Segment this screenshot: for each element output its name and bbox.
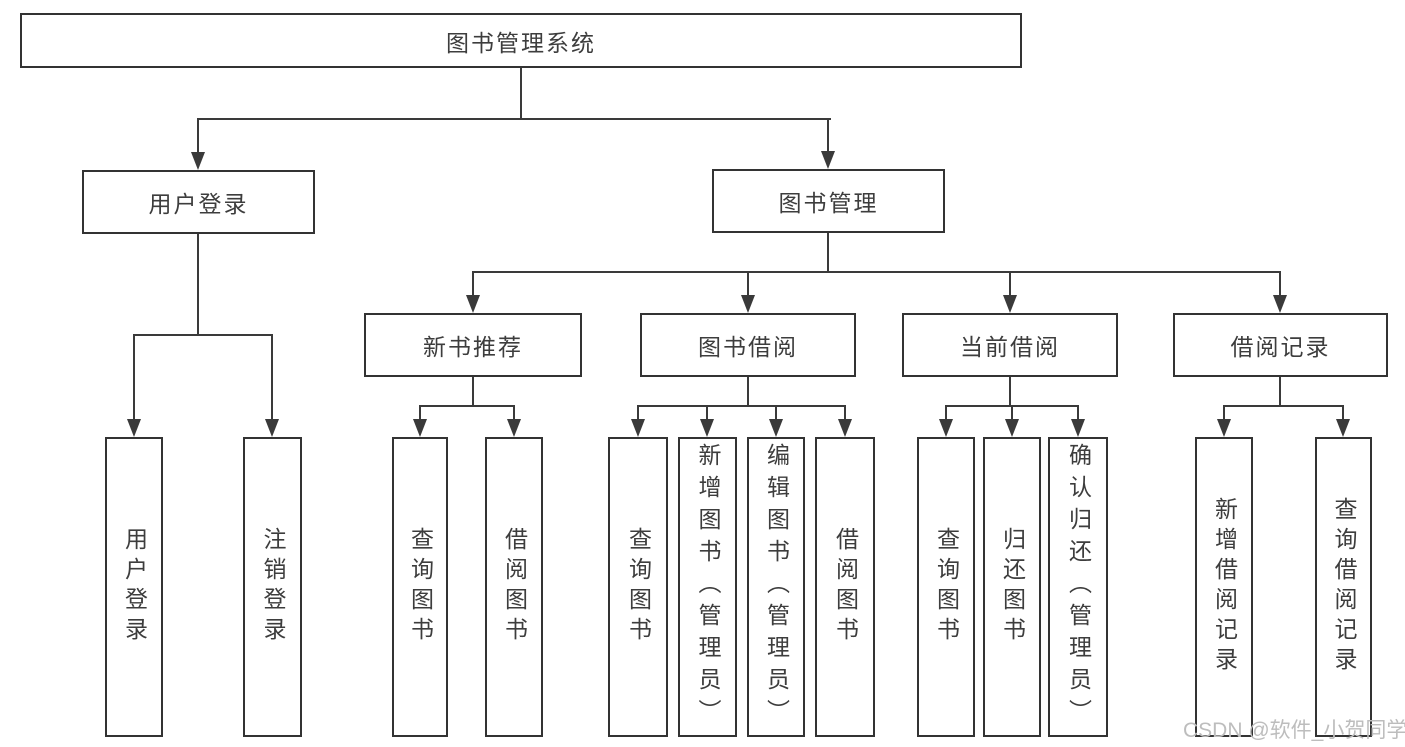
arrowhead-icon: [1336, 419, 1350, 437]
arrowhead-icon: [466, 295, 480, 313]
node-label: 借阅图书: [501, 527, 528, 647]
leaf-edit-book-admin: 编辑图书（管理员）: [747, 437, 805, 737]
connector-vline: [1279, 271, 1281, 295]
node-label: 用户登录: [148, 191, 249, 217]
leaf-query-borrow-record: 查询借阅记录: [1315, 437, 1372, 737]
arrowhead-icon: [191, 152, 205, 170]
node-label: 编辑图书（管理员）: [763, 443, 790, 731]
connector-vline: [472, 271, 474, 295]
connector-vline: [1279, 377, 1281, 407]
node-label: 查询图书: [933, 527, 960, 647]
arrowhead-icon: [838, 419, 852, 437]
node-label: 图书管理: [778, 190, 879, 216]
connector-vline: [513, 405, 515, 419]
connector-vline: [945, 405, 947, 419]
arrowhead-icon: [741, 295, 755, 313]
node-label: 归还图书: [999, 527, 1026, 647]
connector-vline: [827, 118, 829, 151]
connector-vline: [747, 271, 749, 295]
node-new-book-recommend: 新书推荐: [364, 313, 582, 377]
node-label: 当前借阅: [960, 334, 1060, 360]
node-label: 借阅图书: [832, 527, 859, 647]
leaf-query-books-borrow: 查询图书: [608, 437, 668, 737]
node-label: 新增借阅记录: [1211, 497, 1238, 677]
leaf-add-borrow-record: 新增借阅记录: [1195, 437, 1253, 737]
arrowhead-icon: [1005, 419, 1019, 437]
connector-hline: [197, 118, 831, 120]
arrowhead-icon: [769, 419, 783, 437]
leaf-borrow-books-borrow: 借阅图书: [815, 437, 875, 737]
node-book-borrow: 图书借阅: [640, 313, 856, 377]
node-label: 注销登录: [260, 527, 286, 647]
leaf-user-login: 用户登录: [105, 437, 163, 737]
arrowhead-icon: [1003, 295, 1017, 313]
connector-hline: [1223, 405, 1344, 407]
arrowhead-icon: [1071, 419, 1085, 437]
arrowhead-icon: [265, 419, 279, 437]
connector-vline: [1009, 377, 1011, 407]
connector-hline: [133, 334, 273, 336]
arrowhead-icon: [127, 419, 141, 437]
leaf-return-book: 归还图书: [983, 437, 1041, 737]
arrowhead-icon: [631, 419, 645, 437]
connector-vline: [747, 377, 749, 407]
connector-vline: [1223, 405, 1225, 419]
node-library-management-system: 图书管理系统: [20, 13, 1022, 68]
connector-vline: [472, 377, 474, 407]
connector-vline: [1342, 405, 1344, 419]
arrowhead-icon: [821, 151, 835, 169]
connector-vline: [1077, 405, 1079, 419]
node-label: 用户登录: [121, 527, 148, 647]
node-label: 新书推荐: [423, 334, 523, 360]
node-label: 确认归还（管理员）: [1065, 443, 1092, 731]
node-label: 借阅记录: [1230, 334, 1331, 360]
connector-vline: [637, 405, 639, 419]
connector-vline: [775, 405, 777, 419]
node-borrow-records: 借阅记录: [1173, 313, 1388, 377]
arrowhead-icon: [700, 419, 714, 437]
node-label: 查询借阅记录: [1331, 497, 1357, 677]
connector-hline: [472, 271, 1280, 273]
leaf-query-books-current: 查询图书: [917, 437, 975, 737]
node-label: 查询图书: [407, 527, 434, 647]
node-label: 查询图书: [625, 527, 652, 647]
arrowhead-icon: [939, 419, 953, 437]
arrowhead-icon: [507, 419, 521, 437]
connector-vline: [133, 334, 135, 419]
connector-vline: [1009, 271, 1011, 295]
connector-vline: [271, 334, 273, 419]
connector-vline: [419, 405, 421, 419]
arrowhead-icon: [413, 419, 427, 437]
node-current-borrow: 当前借阅: [902, 313, 1118, 377]
node-book-management: 图书管理: [712, 169, 945, 233]
connector-vline: [197, 118, 199, 152]
node-label: 图书管理系统: [446, 29, 596, 56]
csdn-watermark: CSDN @软件_小贺同学: [1183, 719, 1405, 742]
connector-vline: [520, 68, 522, 120]
connector-vline: [197, 234, 199, 336]
connector-vline: [1011, 405, 1013, 419]
connector-hline: [637, 405, 846, 407]
leaf-borrow-books-recommend: 借阅图书: [485, 437, 543, 737]
node-label: 图书借阅: [698, 334, 798, 360]
arrowhead-icon: [1273, 295, 1287, 313]
connector-vline: [706, 405, 708, 419]
connector-vline: [844, 405, 846, 419]
leaf-confirm-return-admin: 确认归还（管理员）: [1048, 437, 1108, 737]
node-label: 新增图书（管理员）: [695, 443, 721, 731]
leaf-query-books-recommend: 查询图书: [392, 437, 448, 737]
node-user-login: 用户登录: [82, 170, 315, 234]
leaf-add-book-admin: 新增图书（管理员）: [678, 437, 737, 737]
leaf-logout: 注销登录: [243, 437, 302, 737]
connector-vline: [827, 233, 829, 273]
arrowhead-icon: [1217, 419, 1231, 437]
connector-hline: [419, 405, 515, 407]
